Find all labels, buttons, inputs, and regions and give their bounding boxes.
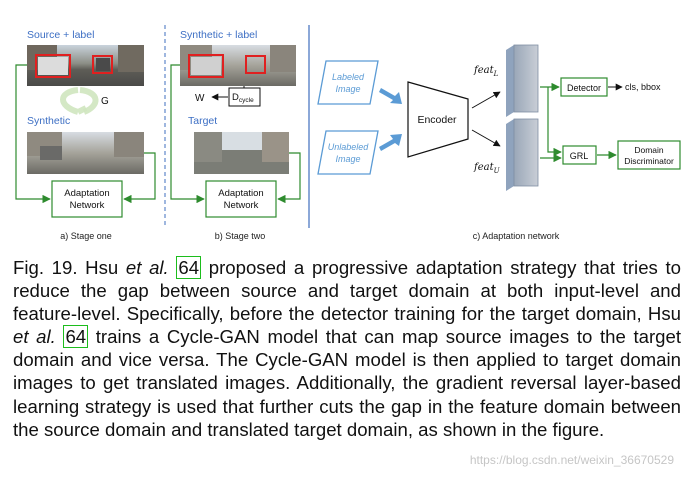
detector-box bbox=[560, 77, 608, 97]
encoder-block bbox=[407, 81, 469, 158]
synthetic-image bbox=[27, 132, 144, 174]
stage1-source-label: Source + label bbox=[27, 29, 94, 41]
caption-text-1: Fig. 19. Hsu bbox=[13, 257, 126, 278]
caption-text-2: proposed a progressive adaptation strate… bbox=[13, 257, 681, 325]
grl-label: GRL bbox=[570, 151, 589, 161]
stage2-synthetic-label: Synthetic + label bbox=[180, 29, 257, 41]
unlabeled-image-box bbox=[317, 130, 379, 175]
target-image bbox=[194, 132, 289, 174]
stage2-adaptation-line2: Network bbox=[224, 200, 259, 211]
grl-box bbox=[562, 145, 597, 165]
source-image bbox=[27, 45, 144, 86]
dcycle-label: Dcycle bbox=[232, 92, 254, 104]
source-bbox-2 bbox=[92, 55, 113, 74]
stage-two-panel: Synthetic + label Dcycle W Target Adapta… bbox=[170, 29, 301, 241]
caption-etal-2: et al. bbox=[13, 326, 56, 348]
synthetic-bbox-2 bbox=[245, 55, 266, 74]
stage2-synthetic-connector bbox=[170, 64, 205, 204]
stage2-synthetic-image bbox=[180, 45, 296, 86]
featL-block bbox=[506, 44, 539, 117]
stage1-source-connector bbox=[15, 64, 51, 204]
figure-caption: Fig. 19. Hsu et al. 64 proposed a progre… bbox=[13, 256, 681, 441]
target-label: Target bbox=[188, 115, 217, 127]
featL-to-grl-connector bbox=[547, 87, 562, 157]
stage2-adaptation-line1: Adaptation bbox=[218, 188, 263, 199]
unlabeled-to-encoder-arrow bbox=[379, 134, 402, 151]
citation-link-64-b[interactable]: 64 bbox=[63, 325, 89, 349]
encoder-to-featL-arrow bbox=[471, 91, 501, 109]
labeled-image-line1: Labeled bbox=[332, 72, 365, 82]
featU-label: featU bbox=[473, 162, 501, 175]
labeled-image-line2: Image bbox=[335, 84, 360, 94]
stage1-synthetic-label: Synthetic bbox=[27, 115, 70, 127]
stage1-caption: a) Stage one bbox=[60, 231, 112, 241]
g-label: G bbox=[101, 96, 109, 107]
detector-output-label: cls, bbox bbox=[625, 82, 661, 92]
featU-block bbox=[506, 118, 539, 191]
stage1-synthetic-connector bbox=[123, 152, 156, 204]
domain-discriminator-line2: Discriminator bbox=[624, 156, 674, 166]
figure: Source + label G Synthetic Adaptation Ne… bbox=[15, 25, 681, 241]
stage2-target-connector bbox=[277, 152, 301, 204]
labeled-to-encoder-arrow bbox=[379, 88, 402, 104]
stage1-adaptation-line1: Adaptation bbox=[64, 188, 109, 199]
unlabeled-image-line1: Unlabeled bbox=[328, 142, 370, 152]
stage2-caption: b) Stage two bbox=[215, 231, 266, 241]
caption-text-3: trains a Cycle-GAN model that can map so… bbox=[13, 326, 682, 440]
encoder-to-featU-arrow bbox=[471, 129, 501, 147]
w-label: W bbox=[195, 93, 205, 104]
network-caption: c) Adaptation network bbox=[473, 231, 560, 241]
caption-etal-1: et al. bbox=[125, 257, 169, 278]
stage1-adaptation-line2: Network bbox=[70, 200, 105, 211]
stage1-adaptation-network-box bbox=[51, 180, 123, 218]
domain-discriminator-box bbox=[617, 140, 681, 170]
stage2-adaptation-network-box bbox=[205, 180, 277, 218]
unlabeled-image-line2: Image bbox=[335, 154, 360, 164]
citation-link-64-a[interactable]: 64 bbox=[176, 256, 202, 279]
adaptation-network-panel: Labeled Image Unlabeled Image Encoder fe… bbox=[317, 44, 681, 241]
watermark: https://blog.csdn.net/weixin_36670529 bbox=[469, 453, 674, 467]
encoder-label: Encoder bbox=[417, 114, 457, 126]
domain-discriminator-line1: Domain bbox=[634, 145, 664, 155]
detector-label: Detector bbox=[567, 83, 601, 93]
featL-label: featL bbox=[473, 65, 499, 78]
stage-one-panel: Source + label G Synthetic Adaptation Ne… bbox=[15, 29, 156, 241]
synthetic-bbox-1 bbox=[188, 54, 224, 78]
source-bbox-1 bbox=[35, 54, 71, 78]
labeled-image-box bbox=[317, 60, 379, 105]
